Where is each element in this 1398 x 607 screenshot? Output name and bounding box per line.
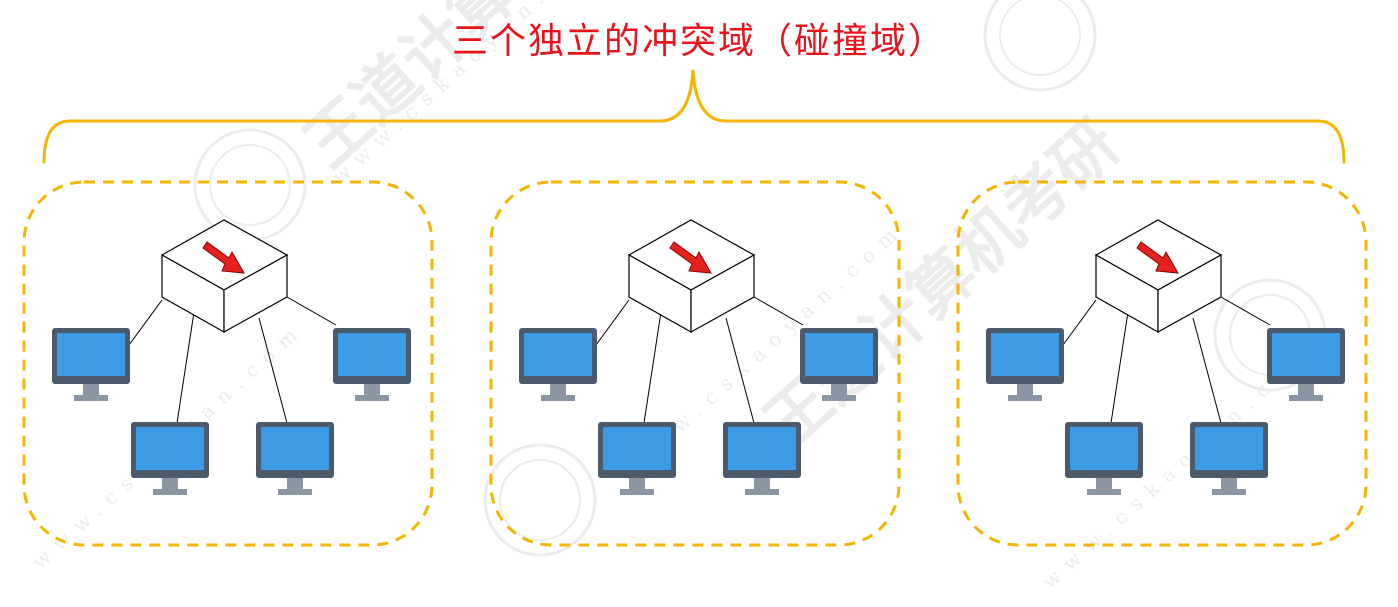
monitor-base (745, 489, 779, 495)
monitor-screen (1272, 333, 1340, 376)
computer-icon (519, 328, 597, 401)
watermark-seal-inner-icon (999, 0, 1081, 76)
computer-icon (1267, 328, 1345, 401)
monitor-screen (805, 333, 873, 376)
monitor-base (1087, 489, 1121, 495)
monitor-base (1008, 395, 1042, 401)
link-line (286, 296, 337, 326)
computer-icon (723, 422, 801, 495)
computer-icon (1190, 422, 1268, 495)
computer-icon (1065, 422, 1143, 495)
switch-right-face (223, 253, 288, 334)
link-line (1220, 296, 1271, 326)
diagram-title: 三个独立的冲突域（碰撞域） (451, 21, 946, 62)
collision-domain (956, 180, 1368, 547)
watermark-seal-icon (193, 128, 307, 242)
watermark-brand: 王道计算机考研 (751, 107, 1133, 462)
arrow-icon (202, 241, 245, 274)
computer-icon (52, 328, 130, 401)
link-line (725, 317, 755, 424)
collision-domain (22, 180, 434, 547)
link-line (176, 311, 195, 424)
computer-icon (333, 328, 411, 401)
monitor-neck (1017, 384, 1033, 396)
monitor-screen (261, 427, 329, 470)
link-line (595, 299, 630, 346)
link-line (128, 299, 163, 346)
monitor-neck (83, 384, 99, 396)
monitor-screen (524, 333, 592, 376)
link-line (1192, 317, 1222, 424)
watermark-seal-inner-icon (209, 144, 291, 226)
link-line (1062, 299, 1097, 346)
monitor-base (1212, 489, 1246, 495)
computer-icon (131, 422, 209, 495)
monitor-base (153, 489, 187, 495)
monitor-neck (1298, 384, 1314, 396)
monitor-neck (287, 478, 303, 490)
computer-icon (256, 422, 334, 495)
monitor-neck (629, 478, 645, 490)
monitor-base (1289, 395, 1323, 401)
monitor-base (74, 395, 108, 401)
monitor-screen (603, 427, 671, 470)
collision-domain-border (956, 180, 1368, 547)
arrow-icon (669, 241, 712, 274)
monitor-screen (728, 427, 796, 470)
monitor-screen (991, 333, 1059, 376)
monitor-screen (57, 333, 125, 376)
link-line (643, 311, 662, 424)
monitor-base (822, 395, 856, 401)
computer-icon (986, 328, 1064, 401)
monitor-base (620, 489, 654, 495)
link-line (258, 317, 288, 424)
monitor-neck (364, 384, 380, 396)
switch-icon (627, 219, 756, 334)
switch-icon (160, 219, 289, 334)
link-line (1110, 311, 1129, 424)
brace-icon (42, 69, 1346, 164)
monitor-neck (1221, 478, 1237, 490)
collision-domain (489, 180, 901, 547)
watermark-seal-icon (483, 443, 597, 557)
arrow-icon (1136, 241, 1179, 274)
switch-right-face (690, 253, 755, 334)
collision-domain-border (489, 180, 901, 547)
switch-icon (1094, 219, 1223, 334)
monitor-base (355, 395, 389, 401)
monitor-neck (162, 478, 178, 490)
computer-icon (800, 328, 878, 401)
monitor-screen (136, 427, 204, 470)
monitor-screen (1070, 427, 1138, 470)
monitor-neck (550, 384, 566, 396)
monitor-base (278, 489, 312, 495)
monitor-neck (1096, 478, 1112, 490)
computer-icon (598, 422, 676, 495)
monitor-screen (338, 333, 406, 376)
watermark-seal-icon (983, 0, 1097, 92)
monitor-neck (754, 478, 770, 490)
collision-domain-border (22, 180, 434, 547)
monitor-neck (831, 384, 847, 396)
monitor-screen (1195, 427, 1263, 470)
watermark-seal-inner-icon (499, 459, 581, 541)
switch-right-face (1157, 253, 1222, 334)
monitor-base (541, 395, 575, 401)
link-line (753, 296, 804, 326)
